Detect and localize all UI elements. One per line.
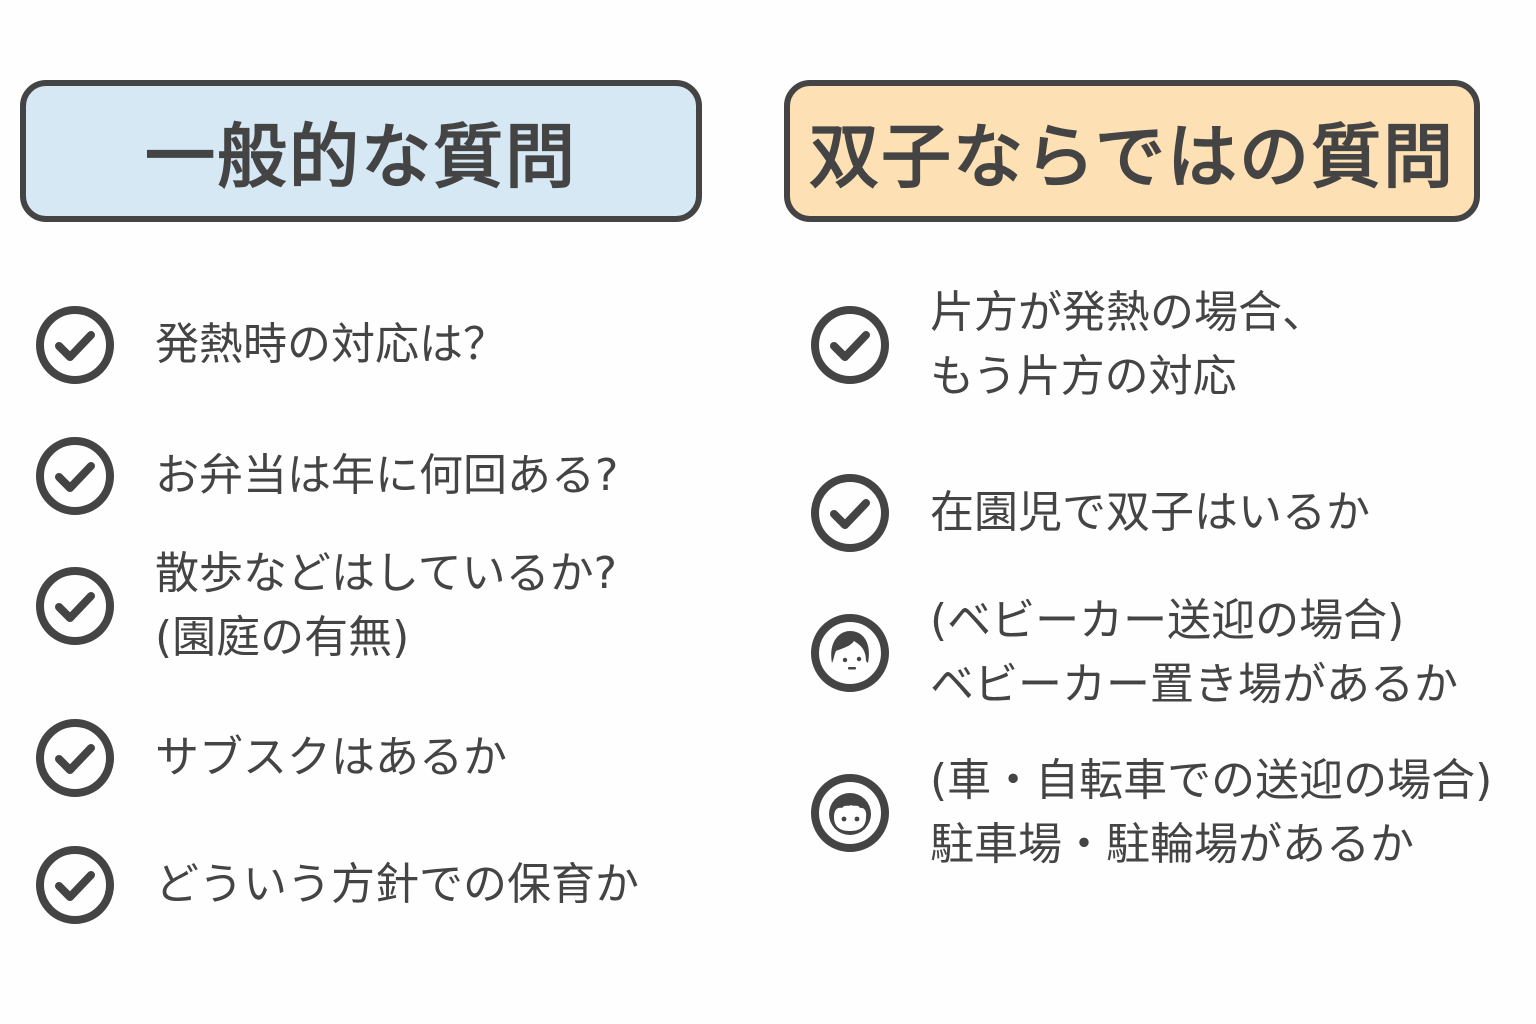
list-item: 在園児で双子はいるか <box>810 473 1370 553</box>
item-text: お弁当は年に何回ある? <box>155 444 618 508</box>
item-text: 散歩などはしているか? (園庭の有無) <box>155 542 617 670</box>
check-circle-icon <box>35 718 115 798</box>
list-item: 片方が発熱の場合、もう片方の対応 <box>810 287 1326 402</box>
item-line: お弁当は年に何回ある? <box>155 450 619 501</box>
boy-face-icon <box>810 773 890 853</box>
header-title: 双子ならではの質問 <box>809 115 1455 198</box>
item-text: サブスクはあるか <box>155 726 507 790</box>
item-line: (ベビーカー送迎の場合) <box>930 595 1405 646</box>
item-line: サブスクはあるか <box>155 732 507 783</box>
check-circle-icon <box>810 473 890 553</box>
item-line: もう片方の対応 <box>930 351 1237 402</box>
item-line: どういう方針での保育か <box>155 859 639 910</box>
check-circle-icon <box>810 305 890 385</box>
item-text: どういう方針での保育か <box>155 853 639 917</box>
item-line: ベビーカー置き場があるか <box>930 659 1458 710</box>
list-item: 散歩などはしているか? (園庭の有無) <box>35 548 617 663</box>
item-text: (ベビーカー送迎の場合) ベビーカー置き場があるか <box>930 589 1458 717</box>
list-item: お弁当は年に何回ある? <box>35 436 618 516</box>
item-line: 散歩などはしているか? <box>155 548 618 599</box>
twin-questions-header: 双子ならではの質問 <box>784 80 1480 222</box>
list-item: どういう方針での保育か <box>35 845 639 925</box>
item-text: 発熱時の対応は？ <box>155 313 507 377</box>
general-questions-header: 一般的な質問 <box>20 80 702 222</box>
item-text: (車・自転車での送迎の場合) 駐車場・駐輪場があるか <box>930 749 1492 877</box>
check-circle-icon <box>35 436 115 516</box>
item-line: (車・自転車での送迎の場合) <box>930 755 1493 806</box>
item-line: 片方が発熱の場合、 <box>930 287 1326 338</box>
list-item: 発熱時の対応は？ <box>35 305 507 385</box>
check-circle-icon <box>35 305 115 385</box>
list-item: (車・自転車での送迎の場合) 駐車場・駐輪場があるか <box>810 755 1492 870</box>
check-circle-icon <box>35 566 115 646</box>
item-line: 在園児で双子はいるか <box>930 487 1370 538</box>
header-title: 一般的な質問 <box>145 115 577 198</box>
list-item: (ベビーカー送迎の場合) ベビーカー置き場があるか <box>810 595 1458 710</box>
item-text: 片方が発熱の場合、もう片方の対応 <box>930 281 1326 409</box>
child-face-icon <box>810 613 890 693</box>
list-item: サブスクはあるか <box>35 718 507 798</box>
item-text: 在園児で双子はいるか <box>930 481 1370 545</box>
check-circle-icon <box>35 845 115 925</box>
item-line: 駐車場・駐輪場があるか <box>930 819 1414 870</box>
item-line: 発熱時の対応は？ <box>155 319 507 370</box>
item-line: (園庭の有無) <box>155 612 410 663</box>
